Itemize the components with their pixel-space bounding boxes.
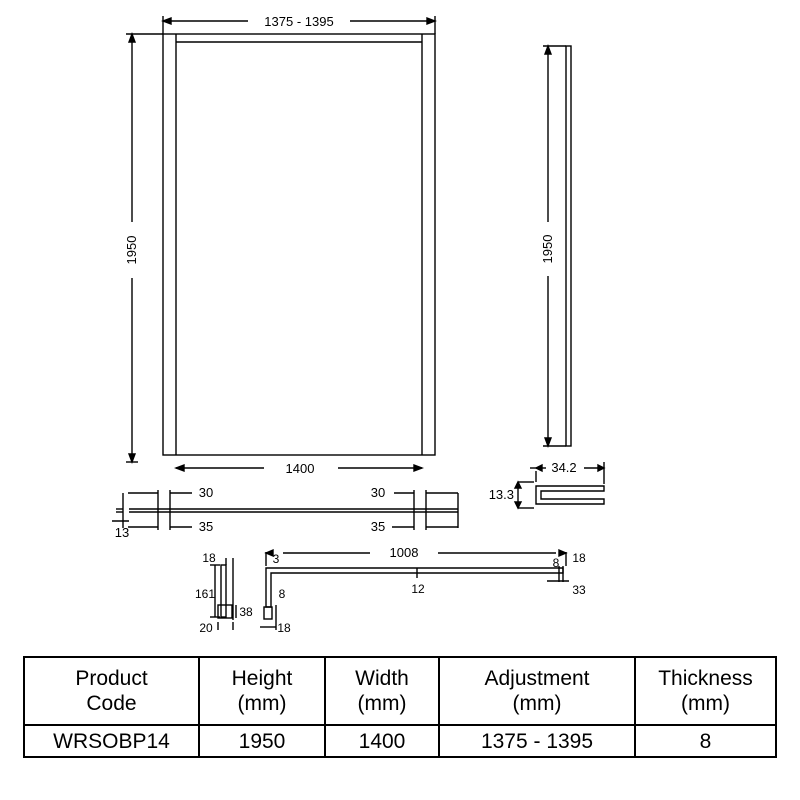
technical-drawing: 1375 - 1395 1950 1950 1400 34.2 13.3 30 …	[112, 14, 606, 635]
side-view-panel	[543, 44, 572, 448]
width-label: 1400	[286, 461, 315, 476]
bar-33-label: 33	[572, 583, 586, 597]
spec-table-header: Product Code Height (mm) Width (mm) Adju…	[23, 656, 777, 726]
height-label-front: 1950	[124, 236, 139, 265]
wall-bracket	[210, 558, 237, 630]
front-panel	[162, 33, 436, 456]
bracket-38-label: 38	[239, 605, 253, 619]
cell-adjustment: 1375 - 1395	[438, 724, 636, 758]
table-row: WRSOBP14 1950 1400 1375 - 1395 8	[23, 724, 777, 758]
rail-30-right-label: 30	[371, 485, 385, 500]
bracket-20-label: 20	[199, 621, 213, 635]
profile-width-label: 34.2	[551, 460, 576, 475]
header-adjustment: Adjustment (mm)	[438, 656, 636, 726]
rail-plan	[112, 490, 459, 530]
header-thickness: Thickness (mm)	[634, 656, 777, 726]
spec-table: Product Code Height (mm) Width (mm) Adju…	[23, 656, 777, 758]
bar-3-label: 3	[273, 552, 280, 566]
bracket-161-label: 161	[195, 587, 215, 601]
rail-35-right-label: 35	[371, 519, 385, 534]
width-dimension	[174, 463, 424, 473]
cell-height: 1950	[198, 724, 326, 758]
rail-13-label: 13	[115, 525, 129, 540]
bar-8-label: 8	[553, 556, 560, 570]
header-product-code: Product Code	[23, 656, 200, 726]
bar-18-label: 18	[572, 551, 586, 565]
cell-product-code: WRSOBP14	[23, 724, 200, 758]
header-width: Width (mm)	[324, 656, 440, 726]
profile-height-label: 13.3	[489, 487, 514, 502]
bar-12-label: 12	[411, 582, 425, 596]
cell-width: 1400	[324, 724, 440, 758]
foot-8-label: 8	[279, 587, 286, 601]
height-label-side: 1950	[540, 235, 555, 264]
adjustment-dimension	[161, 16, 437, 34]
bracket-18-label: 18	[202, 551, 216, 565]
foot-18-label: 18	[277, 621, 291, 635]
adjustment-label: 1375 - 1395	[264, 14, 333, 29]
rail-35-left-label: 35	[199, 519, 213, 534]
support-bar	[260, 548, 569, 630]
bar-1008-label: 1008	[390, 545, 419, 560]
header-height: Height (mm)	[198, 656, 326, 726]
profile-section	[513, 462, 606, 510]
cell-thickness: 8	[634, 724, 777, 758]
rail-30-left-label: 30	[199, 485, 213, 500]
height-dimension-front	[126, 32, 163, 464]
